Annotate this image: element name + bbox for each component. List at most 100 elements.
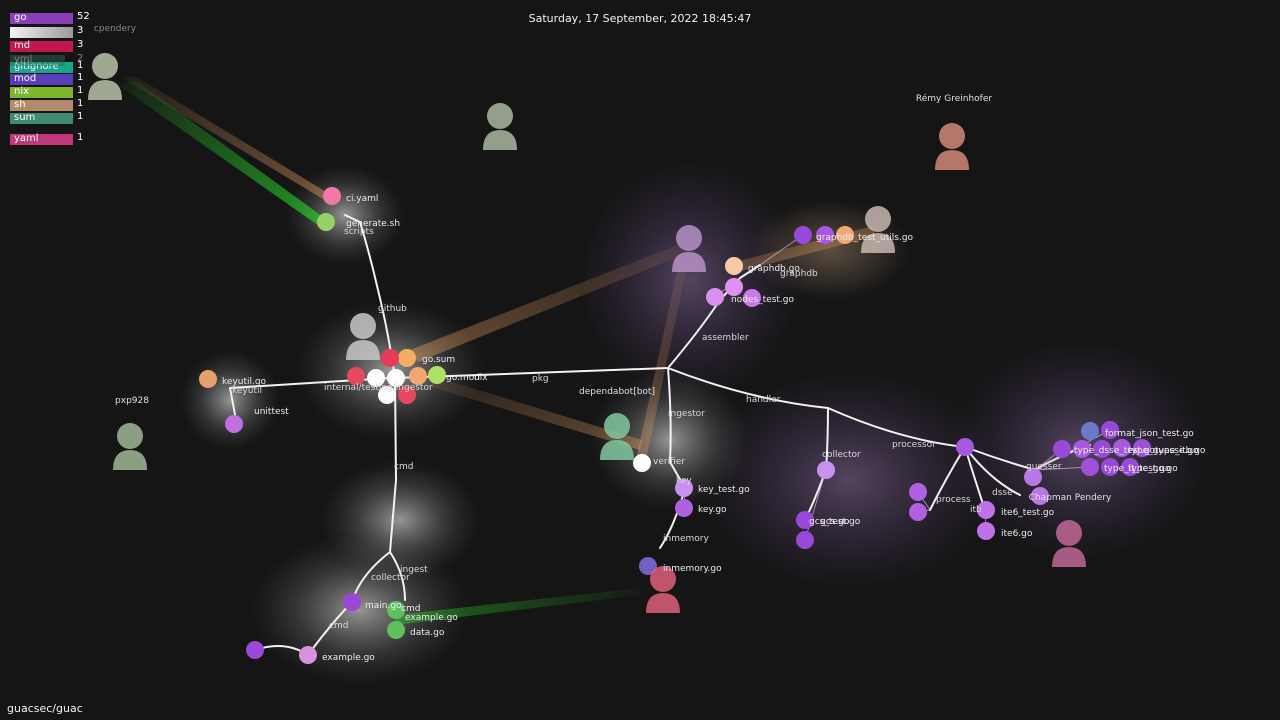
directory-label: handler bbox=[746, 395, 781, 405]
legend-row: nix 1 bbox=[10, 85, 83, 98]
file-label: graphdb_test_utils.go bbox=[816, 233, 914, 243]
legend-count: 52 bbox=[77, 11, 90, 22]
file-node bbox=[299, 646, 317, 664]
file-label: gcs.go bbox=[820, 517, 850, 527]
file-node bbox=[347, 367, 365, 385]
legend-color-bar: gitignore bbox=[10, 60, 73, 73]
file-node bbox=[367, 369, 385, 387]
legend-count: 1 bbox=[77, 111, 84, 122]
legend-color-bar: nix bbox=[10, 86, 73, 98]
legend-color-bar: sum bbox=[10, 112, 73, 124]
file-label: nodes_test.go bbox=[731, 295, 795, 305]
file-node bbox=[387, 601, 405, 619]
file-label: type_go.go bbox=[1128, 464, 1178, 474]
legend-color-bar: yml bbox=[10, 54, 65, 66]
file-labels: ci.yamlgenerate.shgo.sumgo.modnixgraphdb… bbox=[222, 194, 1206, 663]
legend-color-bar: md bbox=[10, 40, 73, 52]
directory-label: processor bbox=[892, 440, 936, 450]
file-node bbox=[317, 213, 335, 231]
legend-color-bar: sh bbox=[10, 99, 73, 111]
file-label: type_dsse_test.go bbox=[1074, 446, 1156, 456]
file-label: generate.sh bbox=[346, 219, 400, 229]
legend-count: 1 bbox=[77, 98, 84, 109]
directory-label: github bbox=[378, 304, 407, 314]
legend-count: 2 bbox=[77, 53, 84, 64]
file-node bbox=[246, 641, 264, 659]
date-time-display: Saturday, 17 September, 2022 18:45:47 bbox=[528, 12, 752, 25]
file-node bbox=[199, 370, 217, 388]
file-node bbox=[1081, 458, 1099, 476]
legend-count: 1 bbox=[77, 132, 84, 143]
user-name-label: pxp928 bbox=[115, 396, 149, 406]
file-node bbox=[836, 226, 854, 244]
file-node bbox=[323, 187, 341, 205]
file-node bbox=[387, 369, 405, 387]
file-node bbox=[816, 226, 834, 244]
directory-label: scripts bbox=[344, 227, 374, 237]
file-label: go.sum bbox=[422, 355, 455, 365]
file-node bbox=[796, 511, 814, 529]
legend-row-fading: yml 2 bbox=[10, 53, 83, 66]
legend-extension-label: yaml bbox=[14, 132, 39, 144]
beam-orange bbox=[122, 76, 333, 202]
directory-label: inmemory bbox=[663, 534, 709, 544]
beam-green bbox=[118, 80, 330, 228]
file-label: example.go bbox=[405, 613, 458, 623]
legend-count: 1 bbox=[77, 85, 84, 96]
file-node bbox=[909, 503, 927, 521]
legend-extension-label: gitignore bbox=[14, 60, 59, 72]
file-node bbox=[1133, 439, 1151, 457]
file-node bbox=[1031, 487, 1049, 505]
file-node bbox=[796, 531, 814, 549]
legend-color-bar: go bbox=[10, 12, 73, 24]
file-node bbox=[743, 289, 761, 307]
file-node bbox=[633, 454, 651, 472]
file-node bbox=[909, 483, 927, 501]
file-label: type_it_test.go bbox=[1104, 464, 1171, 474]
file-label: inmemory.go bbox=[663, 564, 722, 574]
user-avatar bbox=[935, 123, 969, 170]
user-avatar bbox=[113, 423, 147, 470]
beam-green-collector bbox=[395, 588, 640, 625]
file-node bbox=[706, 288, 724, 306]
directory-label: assembler bbox=[702, 333, 749, 343]
file-node bbox=[387, 621, 405, 639]
directory-label: graphdb bbox=[780, 269, 818, 279]
user-nodes bbox=[88, 53, 1086, 613]
file-nodes bbox=[199, 187, 1151, 664]
user-name-label: cpendery bbox=[94, 24, 137, 34]
file-label: cmd bbox=[401, 604, 420, 614]
user-name-label: Rémy Greinhofer bbox=[916, 93, 992, 104]
file-node bbox=[977, 522, 995, 540]
file-node bbox=[428, 366, 446, 384]
legend-count: 1 bbox=[77, 60, 84, 71]
user-avatar bbox=[861, 206, 895, 253]
file-label: key_test.go bbox=[698, 485, 750, 495]
file-node bbox=[398, 386, 416, 404]
user-avatar bbox=[346, 313, 380, 360]
directory-label: itb bbox=[970, 505, 982, 515]
directory-label: pkg bbox=[532, 374, 549, 384]
beam-orange-pkg bbox=[420, 372, 642, 450]
file-label: graphdb.go bbox=[748, 264, 800, 274]
legend-row: go 52 bbox=[10, 11, 90, 24]
file-label: main.go bbox=[365, 601, 402, 611]
file-node bbox=[1073, 440, 1091, 458]
file-label: data.go bbox=[410, 628, 445, 638]
action-beams bbox=[118, 76, 875, 625]
file-label: ite6_test.go bbox=[1001, 508, 1055, 518]
directory-labels: github scripts pkg assembler graphdb handler i… bbox=[232, 227, 1062, 631]
directory-label: verifier bbox=[653, 457, 685, 467]
legend-row: 3 bbox=[10, 25, 83, 38]
file-node bbox=[725, 278, 743, 296]
file-node bbox=[398, 349, 416, 367]
legend-color-bar: yaml bbox=[10, 132, 73, 145]
beam-orange-verifier bbox=[636, 258, 688, 460]
legend-row: yaml 1 bbox=[10, 132, 83, 145]
directory-label: key bbox=[676, 476, 692, 486]
beam-orange-hub bbox=[410, 244, 690, 362]
